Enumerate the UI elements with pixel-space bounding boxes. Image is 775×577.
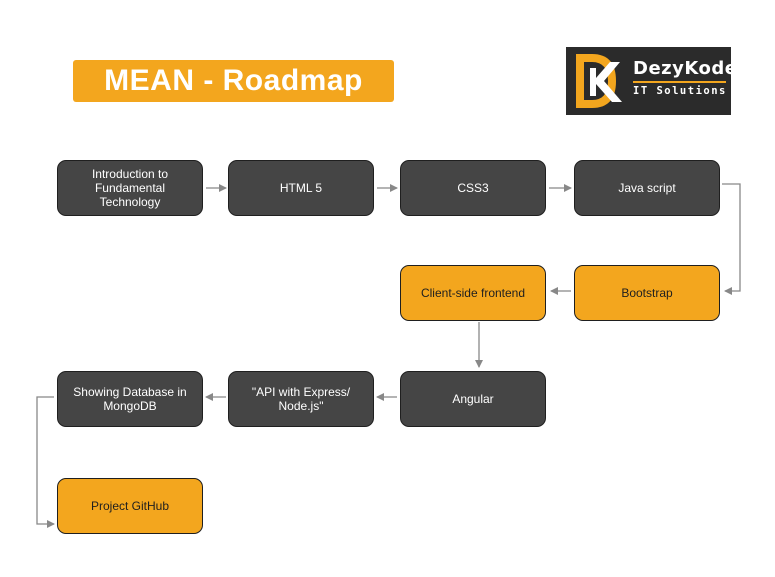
roadmap-step: HTML 5 [228, 160, 374, 216]
roadmap-step: Client-side frontend [400, 265, 546, 321]
title-banner: MEAN - Roadmap [73, 60, 394, 102]
roadmap-step: Java script [574, 160, 720, 216]
roadmap-step: Bootstrap [574, 265, 720, 321]
company-logo: DezyKode IT Solutions [566, 47, 737, 115]
roadmap-step: Project GitHub [57, 478, 203, 534]
page-title: MEAN - Roadmap [104, 64, 363, 97]
roadmap-step: Angular [400, 371, 546, 427]
roadmap-step: "API with Express/ Node.js" [228, 371, 374, 427]
roadmap-step: Showing Database in MongoDB [57, 371, 203, 427]
logo-divider [633, 81, 726, 83]
flow-arrow [36, 396, 55, 528]
roadmap-step: Introduction to Fundamental Technology [57, 160, 203, 216]
flow-arrow [722, 183, 741, 295]
logo-name: DezyKode [633, 58, 738, 79]
roadmap-step: CSS3 [400, 160, 546, 216]
logo-tagline: IT Solutions [633, 85, 727, 97]
dk-logo-mark-icon [576, 54, 622, 108]
